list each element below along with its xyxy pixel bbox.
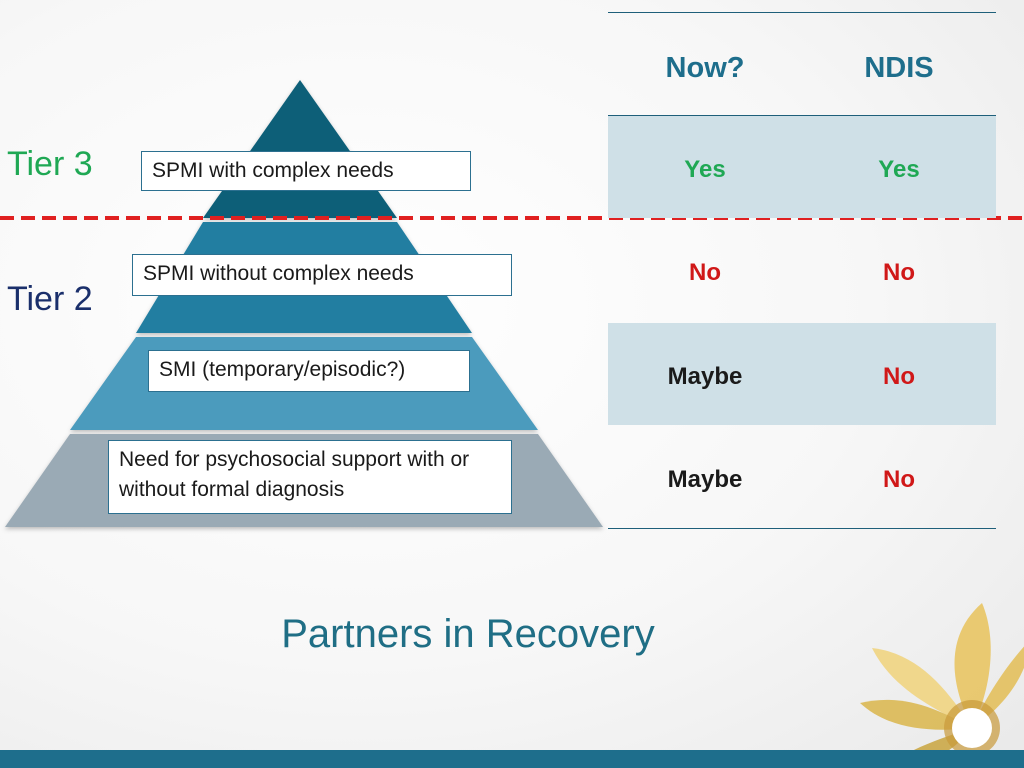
table-cell-now: Yes [684, 156, 726, 183]
table-cell-ndis: No [883, 466, 915, 493]
level-label-smi: SMI (temporary/episodic?) [148, 350, 470, 392]
level-label-spmi-complex: SPMI with complex needs [141, 151, 471, 191]
table-header-now: Now? [665, 52, 745, 84]
table-cell-ndis: No [883, 259, 915, 286]
table-cell-now: Maybe [667, 466, 743, 493]
table-header-ndis: NDIS [864, 52, 934, 84]
table-cell-ndis: Yes [878, 156, 920, 183]
level-label-psychosocial: Need for psychosocial support with or wi… [108, 440, 512, 514]
tier-2-label: Tier 2 [7, 280, 93, 318]
table-cell-now: No [689, 259, 721, 286]
slide-title: Partners in Recovery [281, 612, 655, 656]
bottom-accent-bar [0, 750, 1024, 768]
table-rule-top [608, 12, 996, 13]
table-cell-ndis: No [883, 363, 915, 390]
table-row-band [608, 116, 996, 218]
table-row-band [608, 323, 996, 425]
pyramid-level-1 [203, 80, 397, 218]
table-rule-bottom [608, 528, 996, 529]
table-rule-header [608, 115, 996, 116]
tier-3-label: Tier 3 [7, 145, 93, 183]
table-cell-now: Maybe [667, 363, 743, 390]
flower-logo-icon [860, 603, 1024, 750]
level-label-spmi-without-complex: SPMI without complex needs [132, 254, 512, 296]
